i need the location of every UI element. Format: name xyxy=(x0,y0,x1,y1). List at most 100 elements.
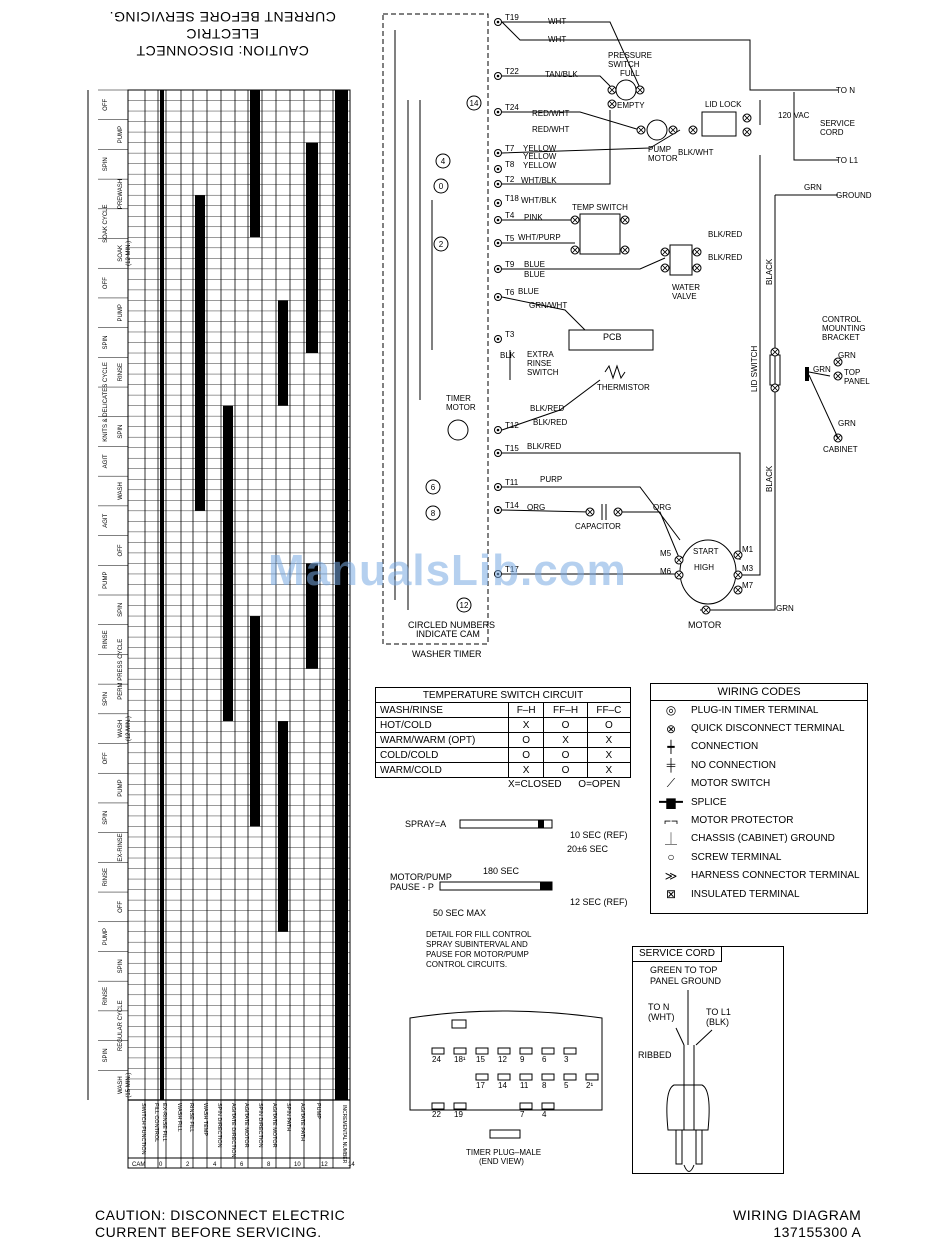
phase-label: KNITS & DELICATES CYCLE xyxy=(103,362,109,442)
phase-label: OFF xyxy=(118,901,124,913)
table-row: WARM/WARM (OPT) O X X xyxy=(375,732,632,748)
phase-label: OFF xyxy=(103,99,109,111)
table-cell: O xyxy=(586,717,632,733)
terminal-cross xyxy=(586,508,594,516)
column-header: SPIN DIRECTION xyxy=(257,1103,263,1148)
temp-table-header: F–H xyxy=(507,702,545,718)
column-header-group: WASH FILL xyxy=(176,1103,182,1132)
cam-circle xyxy=(433,236,449,252)
terminal-cross xyxy=(661,264,669,272)
cam-number: 12 xyxy=(321,1162,328,1168)
phase-label: AGIT xyxy=(103,513,109,527)
wire-label: BLACK xyxy=(765,465,774,492)
terminal-cross xyxy=(608,100,616,108)
cam-state-bar xyxy=(306,563,318,669)
phase-label: PERM PRESS CYCLE xyxy=(118,639,124,700)
terminal-cross xyxy=(661,248,669,256)
cam-number: 4 xyxy=(441,157,446,166)
control-bracket-label: MOUNTING xyxy=(822,324,866,333)
column-header: SWITCH FUNCTION xyxy=(140,1103,146,1155)
spray-note: SPRAY SUBINTERVAL AND xyxy=(426,940,528,949)
terminal-cross xyxy=(771,384,779,392)
wire-label: BLACK xyxy=(765,258,774,285)
legend-item: ⏊CHASSIS (CABINET) GROUND xyxy=(651,830,867,848)
spray-mark xyxy=(538,820,544,828)
table-cell: WARM/WARM (OPT) xyxy=(375,732,509,748)
service-cord-label: CORD xyxy=(820,128,844,137)
wire-grn xyxy=(808,371,831,377)
phase-label: SOAK CYCLE xyxy=(103,204,109,242)
top-panel-label: TOP xyxy=(844,368,860,377)
temp-table-title: TEMPERATURE SWITCH CIRCUIT xyxy=(375,687,631,703)
table-cell: X xyxy=(507,762,545,778)
phase-label: RINSE xyxy=(103,987,109,1005)
plug-pin xyxy=(519,1047,533,1055)
terminal-cross xyxy=(734,586,742,594)
timer-terminal-label: T18 xyxy=(505,194,519,203)
timer-motor xyxy=(447,419,469,441)
cam-state-bar xyxy=(250,616,260,827)
timer-terminal-label: T17 xyxy=(505,565,519,574)
phase-label: SOAK xyxy=(118,245,124,262)
phase-label: RINSE xyxy=(103,868,109,886)
plug-pin xyxy=(431,1047,445,1055)
service-cord-label: SERVICE xyxy=(820,119,855,128)
right-header-group: INCREMENTAL NUMBER xyxy=(341,1105,347,1164)
pressure-switch-label: PRESSURE xyxy=(608,51,652,60)
plug-pin-number: 3 xyxy=(564,1055,569,1064)
table-row: WARM/COLD X O X xyxy=(375,762,632,778)
wire-neutral xyxy=(501,21,838,91)
terminal-dot xyxy=(496,241,500,245)
timer-motor-label: MOTOR xyxy=(446,403,476,412)
cam-number: CAM xyxy=(132,1162,145,1168)
phase-label: (12 MIN.) xyxy=(126,716,132,741)
extra-rinse-label: EXTRA xyxy=(527,350,554,359)
table-cell: X xyxy=(543,732,588,748)
phase-label: PUMP xyxy=(118,304,124,321)
phase-label: PUMP xyxy=(103,571,109,588)
plug-pin-number: 6 xyxy=(542,1055,547,1064)
cam-state-bar xyxy=(335,90,348,1100)
plug-pin-number: 17 xyxy=(476,1081,485,1090)
cam-number: 8 xyxy=(431,509,436,518)
extra-rinse-label: SWITCH xyxy=(527,368,559,377)
thermistor xyxy=(604,364,626,380)
wire-label: BLUE xyxy=(518,287,539,296)
phase-label: SPIN xyxy=(118,959,124,973)
terminal-cross xyxy=(734,551,742,559)
terminal-cross xyxy=(834,358,842,366)
service-cord-text: TO N xyxy=(648,1002,669,1012)
terminal-cross xyxy=(689,126,697,134)
empty-label: EMPTY xyxy=(617,101,645,110)
wire-blk-red xyxy=(502,452,741,560)
plug-in-terminal-icon: ◎ xyxy=(665,703,677,718)
plug-pin xyxy=(541,1073,555,1081)
wire-l1 xyxy=(793,92,838,161)
watermark: ManualsLib.com xyxy=(268,546,627,595)
wire-red-wht xyxy=(502,111,641,131)
plug-pin xyxy=(563,1073,577,1081)
pressure-switch xyxy=(615,79,637,101)
terminal-dot xyxy=(496,267,500,271)
wire-yellow xyxy=(501,129,681,154)
phase-label: (15 MIN.) xyxy=(126,1073,132,1098)
column-header: AGITATE MOTOR xyxy=(243,1103,249,1148)
phase-label-group: RINSE xyxy=(118,363,124,381)
wire-label: GRN xyxy=(813,365,831,374)
phase-label: WASH xyxy=(118,1076,124,1094)
phase-label-group: SPIN xyxy=(103,811,109,825)
plug-pin-number: 7 xyxy=(520,1110,525,1119)
column-header-group: SWITCH FUNCTION xyxy=(140,1103,146,1155)
phase-label-group: RINSE xyxy=(103,868,109,886)
cam-state-bar xyxy=(195,195,205,511)
service-cord-text: PANEL GROUND xyxy=(650,976,722,986)
cam-circle xyxy=(466,95,482,111)
plug-pin xyxy=(541,1102,555,1110)
terminal-cross xyxy=(571,216,579,224)
cam-state-bar xyxy=(160,90,164,1100)
wire-org xyxy=(620,511,681,561)
wire-label: ORG xyxy=(653,503,671,512)
pause-time: 50 SEC MAX xyxy=(433,908,486,918)
